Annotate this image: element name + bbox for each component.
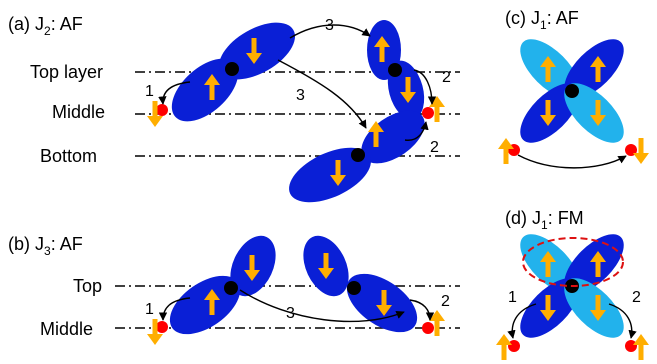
- metal-site: [565, 84, 579, 98]
- panel-d-title: (d) J1: FM: [505, 208, 584, 232]
- path-label: 2: [632, 289, 641, 306]
- ligand-site: [508, 340, 520, 352]
- path-label: 3: [286, 305, 295, 322]
- path-label: 2: [441, 293, 450, 310]
- orbital-lobe: [564, 83, 624, 143]
- panel-a: (a) J2: AF Top layer Middle Bottom: [8, 14, 460, 203]
- panel-c-title: (c) J1: AF: [505, 8, 579, 32]
- path-label: 2: [430, 139, 439, 156]
- layer-label-bottom: Bottom: [40, 146, 97, 166]
- exchange-paths-a: [158, 24, 437, 141]
- layer-label-middle: Middle: [40, 319, 93, 339]
- layer-label-top: Top: [73, 276, 102, 296]
- metal-site: [225, 62, 239, 76]
- path-label: 1: [508, 289, 517, 306]
- panel-c: (c) J1: AF: [498, 8, 649, 169]
- highlight-ellipse: [522, 237, 624, 287]
- layer-label-top: Top layer: [30, 62, 103, 82]
- metal-site: [388, 63, 402, 77]
- ligand-site: [156, 104, 168, 116]
- panel-a-title: (a) J2: AF: [8, 14, 83, 38]
- path-label: 2: [442, 69, 451, 86]
- orbital-lobe: [169, 275, 241, 335]
- path-label: 3: [296, 87, 305, 104]
- path-label: 1: [145, 301, 154, 318]
- metal-site: [347, 281, 361, 295]
- ligand-site: [625, 340, 637, 352]
- orbital-lobe: [361, 110, 425, 164]
- metal-site: [224, 281, 238, 295]
- path-label: 1: [145, 83, 154, 100]
- ligand-site: [156, 321, 168, 333]
- exchange-paths-d: [507, 303, 637, 339]
- exchange-paths-b: [158, 289, 435, 323]
- orbital-lobe: [171, 58, 239, 122]
- path-label: 3: [325, 17, 334, 34]
- metal-site: [351, 148, 365, 162]
- ligand-site: [422, 322, 434, 334]
- orbital-lobe: [219, 22, 295, 80]
- layer-label-middle: Middle: [52, 102, 105, 122]
- panel-b: (b) J3: AF Top Middle 1 3 2: [8, 234, 460, 345]
- orbital-lobe: [564, 278, 624, 338]
- exchange-path: [517, 154, 627, 169]
- panel-b-title: (b) J3: AF: [8, 234, 83, 258]
- panel-d: (d) J1: FM 1 2: [496, 208, 649, 360]
- ligand-site: [422, 107, 434, 119]
